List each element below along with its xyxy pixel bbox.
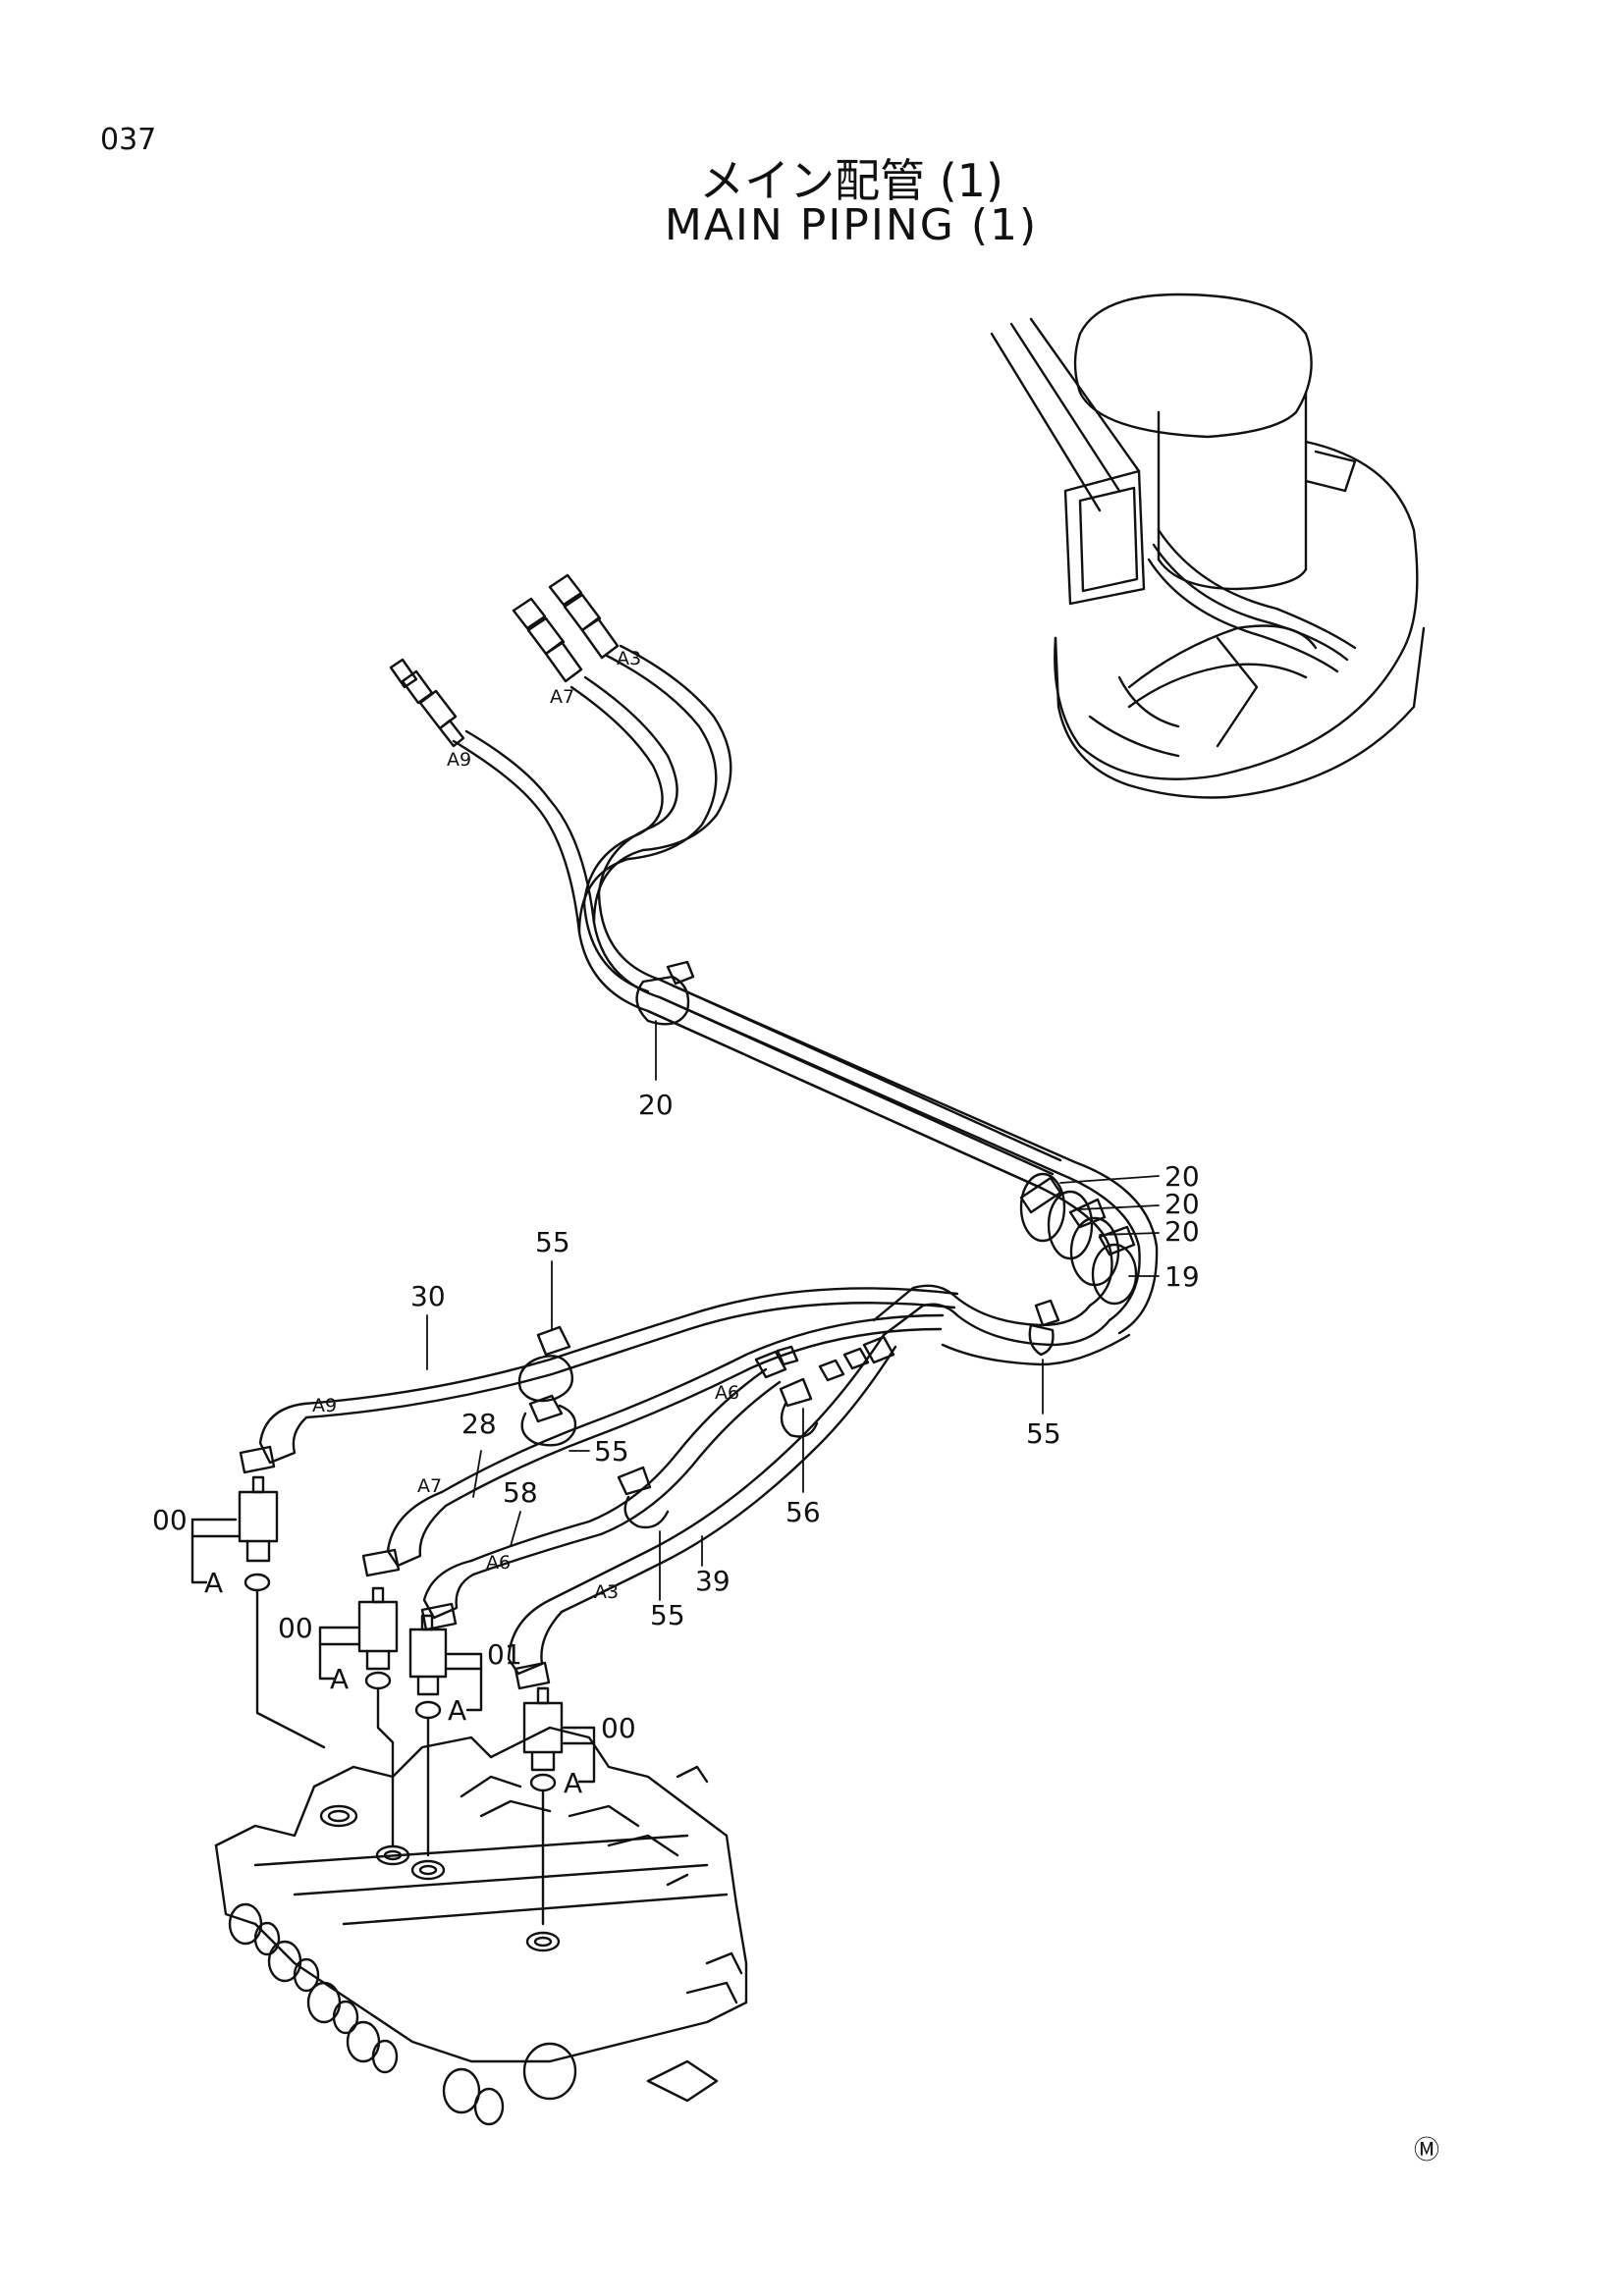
callout-a-second: A	[330, 1663, 349, 1695]
callout-55-right: 55	[1026, 1417, 1061, 1450]
control-valve	[214, 1726, 748, 2126]
hose-label-a6-middle: A6	[715, 1382, 739, 1404]
leader-lines	[426, 1020, 1160, 1601]
callout-58: 58	[503, 1476, 538, 1509]
callout-19: 19	[1164, 1260, 1200, 1293]
callout-00-left: 00	[152, 1504, 188, 1536]
callout-20-first: 20	[1164, 1160, 1200, 1193]
callout-55-bottom: 55	[650, 1599, 685, 1631]
hose-labels: A3 A7 A9 A9 A7 A6 A6 A3	[312, 648, 739, 1603]
upper-hose-bundle	[452, 644, 1159, 1335]
lower-hose-bundle	[302, 1284, 1131, 1614]
manufacturer-mark: Ⓜ	[1414, 2136, 1440, 2165]
callout-39: 39	[695, 1565, 731, 1597]
title-japanese: メイン配管 (1)	[699, 154, 1003, 207]
upper-fittings	[389, 573, 620, 748]
callout-55-top: 55	[535, 1226, 570, 1258]
callout-a-third: A	[448, 1694, 466, 1727]
callout-00-right: 00	[601, 1712, 636, 1744]
callout-20-second: 20	[1164, 1188, 1200, 1220]
hose-label-a3-top: A3	[617, 648, 641, 669]
hose-label-a6-bottom: A6	[486, 1552, 511, 1574]
lower-fittings	[239, 1402, 564, 1690]
callout-30: 30	[410, 1280, 446, 1312]
callout-a-first: A	[204, 1567, 223, 1599]
title-english: MAIN PIPING (1)	[664, 200, 1039, 250]
callout-00-middle: 00	[278, 1612, 313, 1644]
adapters	[190, 1475, 596, 1926]
callout-20-third: 20	[1164, 1215, 1200, 1248]
hose-label-a9-top: A9	[447, 749, 471, 771]
callout-55-middle: 55	[594, 1435, 629, 1468]
callout-20-upper: 20	[638, 1089, 674, 1121]
page-number: 037	[100, 123, 157, 157]
hose-label-a9-bottom: A9	[312, 1395, 337, 1416]
callout-a-fourth: A	[564, 1767, 582, 1799]
callout-28: 28	[461, 1408, 497, 1440]
callout-01: 01	[487, 1638, 522, 1671]
callout-56: 56	[785, 1496, 821, 1528]
machine-inset	[990, 293, 1426, 799]
hose-label-a7-top: A7	[550, 686, 574, 708]
callout-numbers: 20 20 20 20 19 55 55 55 55 56 30 28 58 3…	[152, 1089, 1200, 1799]
hose-label-a3-bottom: A3	[594, 1581, 619, 1603]
hose-label-a7-bottom: A7	[417, 1475, 442, 1497]
